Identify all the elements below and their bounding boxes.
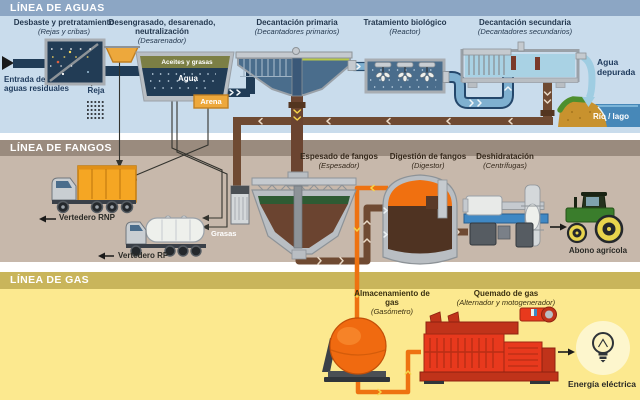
sand-label: Arena [200, 96, 222, 106]
stage-gas-burning: Quemado de gas (Alternador y motogenerad… [436, 289, 576, 308]
landfill-rp-label: Vertedero RP [118, 250, 169, 260]
separator-1 [0, 133, 640, 140]
screen-label: Reja [87, 86, 105, 95]
stage-primary-settling: Decantación primaria (Decantadores prima… [240, 18, 354, 37]
grit-chamber [135, 51, 235, 109]
stage-dewatering-name: Deshidratación [476, 152, 534, 161]
stage-biological-sub: (Reactor) [389, 27, 421, 37]
stage-gas-storage-sub: (Gasómetro) [370, 307, 414, 317]
gas-pipes [353, 184, 421, 396]
flow-arrows [39, 215, 575, 356]
stage-pretreatment-name: Desbaste y pretratamiento [13, 18, 115, 27]
primary-clarifier [235, 47, 361, 97]
stage-biological: Tratamiento biológico (Reactor) [350, 18, 460, 37]
stage-degritting: Desengrasado, desarenado, neutralización… [104, 18, 220, 46]
stage-gas-burning-name: Quemado de gas [473, 289, 539, 298]
grease-label: Grasas [211, 228, 237, 238]
treated-water-arrow [581, 53, 596, 107]
stage-secondary-settling: Decantación secundaria (Decantadores sec… [462, 18, 588, 37]
sludge-line-header: LÍNEA DE FANGOS [0, 140, 640, 156]
bar-screen-icon [87, 101, 105, 119]
stage-gas-storage: Almacenamiento de gas (Gasómetro) [352, 289, 432, 317]
dump-truck [51, 165, 137, 214]
stage-gas-storage-name: Almacenamiento de gas [354, 289, 430, 308]
water-line-header: LÍNEA DE AGUAS [0, 0, 640, 16]
stage-secondary-settling-sub: (Decantadores secundarios) [477, 27, 573, 37]
stage-gas-burning-sub: (Alternador y motogenerador) [456, 298, 556, 308]
stage-degritting-sub: (Desarenador) [137, 36, 187, 46]
inlet-label: Entrada de aguas residuales [4, 75, 69, 93]
treated-water-label: Agua depurada [597, 57, 636, 77]
gas-holder [322, 317, 390, 382]
stage-pretreatment: Desbaste y pretratamiento (Rejas y criba… [8, 18, 120, 37]
stage-dewatering: Deshidratación (Centrífugas) [450, 152, 560, 171]
river-graphic [557, 96, 640, 127]
stage-primary-settling-name: Decantación primaria [256, 18, 338, 27]
stage-thickening-name: Espesado de fangos [300, 152, 378, 161]
light-bulb-icon [576, 321, 630, 375]
river-label: Río / lago [593, 111, 629, 121]
fertilizer-label: Abono agrícola [568, 246, 628, 255]
pretreatment-tank [44, 38, 106, 86]
oils-scum-label: Aceites y grasas [161, 58, 213, 66]
secondary-clarifier [460, 41, 587, 88]
screenings-hopper [104, 46, 140, 63]
sludge-thickener [251, 171, 357, 260]
stage-digestion-name: Digestión de fangos [389, 152, 467, 161]
centrifuge [462, 184, 549, 248]
stage-thickening-sub: (Espesador) [318, 161, 360, 171]
tanker-truck [125, 215, 206, 257]
tractor [565, 192, 624, 244]
separator-2 [0, 262, 640, 272]
landfill-rnp-label: Vertedero RNP [59, 212, 116, 222]
sludge-line-title: LÍNEA DE FANGOS [10, 142, 112, 154]
stage-primary-settling-sub: (Decantadores primarios) [254, 27, 340, 37]
aeration-reactor [364, 58, 450, 94]
engine-generator [419, 306, 559, 384]
gas-line-title: LÍNEA DE GAS [10, 274, 90, 286]
grease-concentrator [230, 185, 250, 225]
stage-dewatering-sub: (Centrífugas) [483, 161, 527, 171]
stage-digestion-sub: (Digestor) [411, 161, 445, 171]
water-line-title: LÍNEA DE AGUAS [10, 2, 105, 14]
gas-line-header: LÍNEA DE GAS [0, 272, 640, 289]
stage-thickening: Espesado de fangos (Espesador) [284, 152, 394, 171]
water-label: Agua [178, 74, 198, 83]
stage-pretreatment-sub: (Rejas y cribas) [37, 27, 91, 37]
stage-digestion: Digestión de fangos (Digestor) [373, 152, 483, 171]
stage-biological-name: Tratamiento biológico [363, 18, 447, 27]
electricity-label: Energía eléctrica [567, 379, 637, 389]
stage-degritting-name: Desengrasado, desarenado, neutralización [108, 18, 216, 37]
sludge-digester [382, 174, 458, 265]
stage-secondary-settling-name: Decantación secundaria [478, 18, 572, 27]
